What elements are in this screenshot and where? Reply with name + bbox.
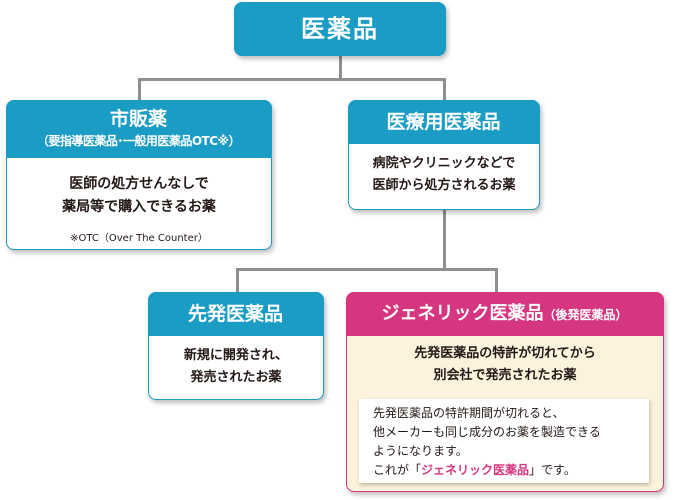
connector-rx-down bbox=[443, 208, 446, 270]
connector-level2-horizontal bbox=[236, 268, 498, 271]
rx-header: 医療用医薬品 bbox=[347, 99, 540, 144]
rx-title: 医療用医薬品 bbox=[386, 110, 501, 133]
generic-title-sub: （後発医薬品） bbox=[543, 307, 628, 322]
connector-root-down bbox=[339, 54, 342, 80]
generic-header: ジェネリック医薬品（後発医薬品） bbox=[345, 291, 664, 336]
generic-body-line1: 先発医薬品の特許が切れてから bbox=[414, 346, 596, 361]
otc-subtitle: （要指導医薬品･一般用医薬品OTC※） bbox=[36, 133, 241, 148]
brand-body-line1: 新規に開発され、 bbox=[183, 348, 289, 363]
generic-node: ジェネリック医薬品（後発医薬品） 先発医薬品の特許が切れてから 別会社で発売され… bbox=[345, 291, 664, 492]
rx-node: 医療用医薬品 病院やクリニックなどで 医師から処方されるお薬 bbox=[347, 99, 540, 210]
generic-note-emphasis: ジェネリック医薬品 bbox=[421, 463, 530, 477]
connector-level1-horizontal bbox=[138, 78, 446, 81]
generic-note-box: 先発医薬品の特許期間が切れると、 他メーカーも同じ成分のお薬を製造できる ように… bbox=[359, 399, 649, 483]
otc-title: 市販薬 bbox=[109, 107, 167, 130]
otc-node: 市販薬 （要指導医薬品･一般用医薬品OTC※） 医師の処方せんなしで 薬局等で購… bbox=[5, 99, 272, 250]
brand-body-line2: 発売されたお薬 bbox=[190, 370, 282, 385]
rx-body-line2: 医師から処方されるお薬 bbox=[372, 178, 516, 193]
brand-title: 先発医薬品 bbox=[187, 302, 283, 325]
connector-to-brand bbox=[236, 268, 239, 292]
generic-note-line2: 他メーカーも同じ成分のお薬を製造できる bbox=[373, 425, 601, 439]
root-title: 医薬品 bbox=[301, 15, 379, 43]
generic-note-line3: ようになります。 bbox=[373, 444, 468, 458]
root-node: 医薬品 bbox=[234, 2, 446, 56]
brand-header: 先発医薬品 bbox=[147, 291, 324, 336]
otc-body-line1: 医師の処方せんなしで bbox=[69, 176, 209, 192]
rx-body-line1: 病院やクリニックなどで bbox=[372, 156, 516, 171]
connector-to-rx bbox=[443, 78, 446, 102]
brand-node: 先発医薬品 新規に開発され、 発売されたお薬 bbox=[147, 291, 324, 400]
generic-note-line4-post: 」です。 bbox=[529, 463, 576, 477]
generic-note-line4: これが「ジェネリック医薬品」です。 bbox=[373, 461, 649, 480]
otc-note: ※OTC（Over The Counter） bbox=[70, 233, 208, 244]
generic-note-line1: 先発医薬品の特許期間が切れると、 bbox=[373, 406, 565, 420]
generic-body-line2: 別会社で発売されたお薬 bbox=[433, 368, 577, 383]
generic-title: ジェネリック医薬品 bbox=[381, 302, 544, 324]
connector-to-generic bbox=[495, 268, 498, 292]
generic-note-line4-pre: これが「 bbox=[373, 463, 422, 477]
connector-to-otc bbox=[138, 78, 141, 102]
otc-header: 市販薬 （要指導医薬品･一般用医薬品OTC※） bbox=[5, 99, 272, 158]
otc-body-line2: 薬局等で購入できるお薬 bbox=[62, 199, 216, 215]
